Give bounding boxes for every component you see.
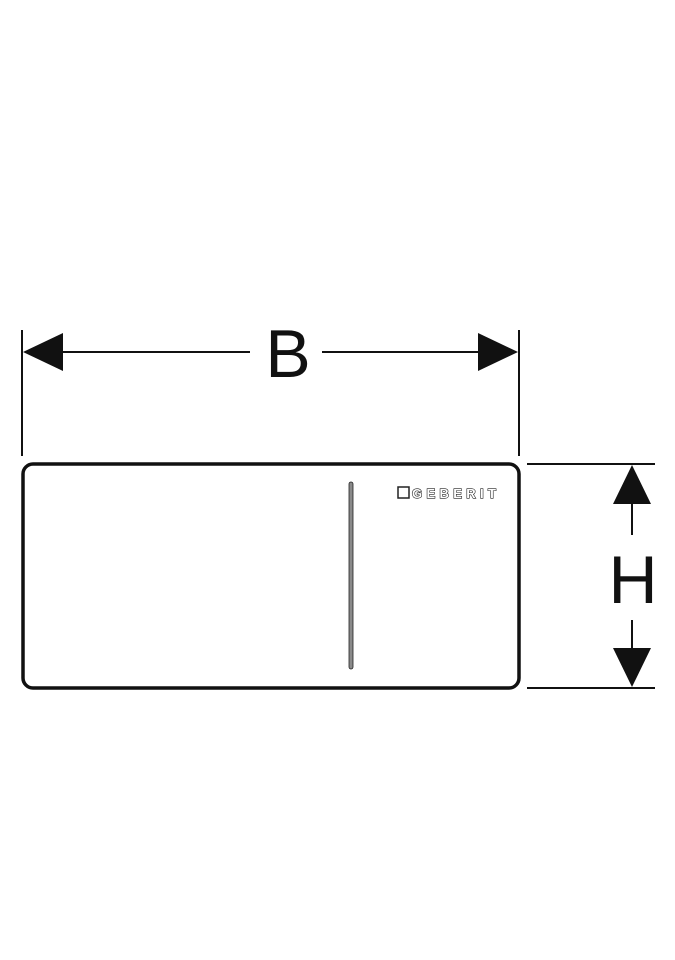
arrowhead-right-icon — [478, 333, 518, 371]
arrowhead-down-icon — [613, 648, 651, 687]
width-label: B — [265, 316, 310, 392]
arrowhead-up-icon — [613, 465, 651, 504]
logo-square-icon — [397, 486, 410, 499]
flush-slot — [348, 481, 354, 670]
width-dimension: B — [21, 316, 520, 456]
flush-plate-outline — [21, 462, 521, 690]
height-dimension: H — [527, 463, 658, 689]
logo-text: GEBERIT — [412, 486, 496, 501]
height-label: H — [608, 542, 657, 618]
arrowhead-left-icon — [23, 333, 63, 371]
geberit-logo: GEBERIT — [397, 485, 497, 502]
